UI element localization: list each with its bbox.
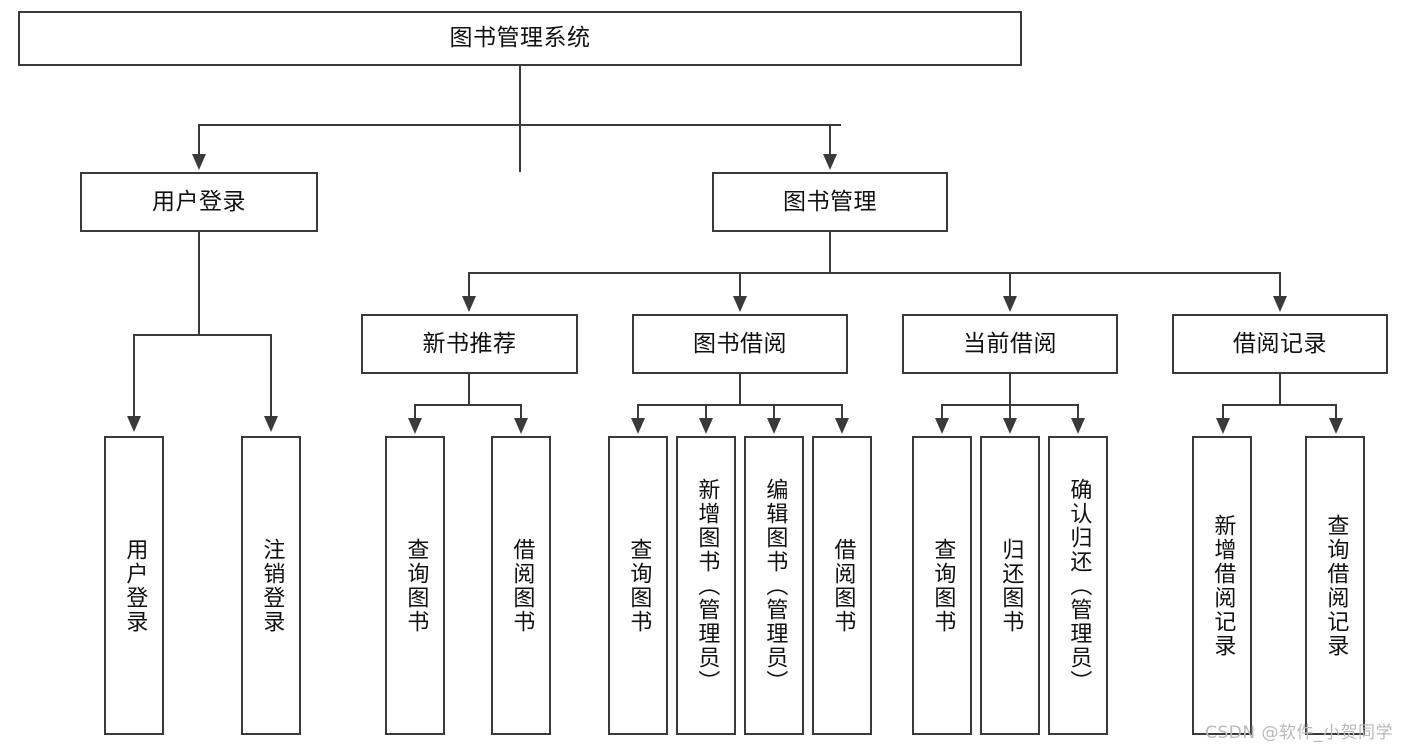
edge-root-stem: [519, 66, 521, 172]
arrow-rec-query-book: [408, 418, 422, 434]
arrow-cu-return-book: [1003, 418, 1017, 434]
leaf-borrow-edit-book[interactable]: 编辑图书（管理员）: [744, 436, 804, 735]
edge-bo-drop-3: [773, 404, 775, 420]
node-label: 归还图书: [998, 537, 1024, 634]
node-user-login[interactable]: 用户登录: [80, 172, 318, 232]
arrow-re-add-record: [1216, 418, 1230, 434]
arrow-to-current-borrow: [1003, 296, 1017, 312]
arrow-to-user-login-leaf: [127, 416, 141, 432]
node-label: 图书借阅: [693, 330, 787, 357]
node-label: 新书推荐: [422, 330, 517, 357]
arrow-to-logout-leaf: [264, 416, 278, 432]
arrow-bo-add-book: [699, 418, 713, 434]
edge-bm-drop-3: [1009, 272, 1011, 298]
node-label: 新增图书（管理员）: [694, 477, 720, 694]
node-label: 当前借阅: [963, 330, 1057, 357]
edge-bm-drop-4: [1279, 272, 1281, 298]
edge-cu-drop-1: [941, 404, 943, 420]
leaf-recommend-borrow-book[interactable]: 借阅图书: [491, 436, 551, 735]
arrow-bo-edit-book: [767, 418, 781, 434]
edge-bo-drop-2: [705, 404, 707, 420]
leaf-user-login[interactable]: 用户登录: [104, 436, 164, 735]
node-label: 确认归还（管理员）: [1066, 477, 1092, 694]
node-label: 编辑图书（管理员）: [762, 477, 788, 694]
arrow-cu-confirm-return: [1071, 418, 1085, 434]
edge-rec-drop-1: [414, 404, 416, 420]
node-label: 注销登录: [259, 537, 285, 634]
leaf-recommend-query-book[interactable]: 查询图书: [385, 436, 445, 735]
edge-bookmanage-stem: [829, 232, 831, 274]
leaf-current-query-book[interactable]: 查询图书: [912, 436, 972, 735]
arrow-to-book-borrow: [733, 296, 747, 312]
node-new-book-recommend[interactable]: 新书推荐: [361, 314, 578, 374]
node-label: 新增借阅记录: [1210, 513, 1236, 658]
node-label: 用户登录: [152, 188, 246, 215]
arrow-re-query-record: [1329, 418, 1343, 434]
node-book-manage[interactable]: 图书管理: [712, 172, 948, 232]
edge-recommend-stem: [468, 374, 470, 406]
leaf-current-confirm-return[interactable]: 确认归还（管理员）: [1048, 436, 1108, 735]
edge-bookmanage-bus: [468, 272, 1280, 274]
leaf-borrow-query-book[interactable]: 查询图书: [608, 436, 668, 735]
edge-current-stem: [1009, 374, 1011, 406]
leaf-borrow-borrow-book[interactable]: 借阅图书: [812, 436, 872, 735]
node-label: 查询图书: [403, 537, 429, 634]
node-label: 借阅图书: [830, 537, 856, 634]
node-label: 查询借阅记录: [1323, 513, 1349, 658]
edge-rec-drop-2: [520, 404, 522, 420]
edge-user-drop-2: [270, 334, 272, 418]
edge-record-stem: [1279, 374, 1281, 406]
edge-user-bus: [133, 334, 272, 336]
arrow-to-book-manage: [823, 154, 837, 170]
edge-root-drop-user: [198, 124, 200, 156]
arrow-bo-query-book: [631, 418, 645, 434]
edge-bm-drop-1: [468, 272, 470, 298]
node-label: 借阅图书: [509, 537, 535, 634]
arrow-to-user-login: [192, 154, 206, 170]
node-root-system[interactable]: 图书管理系统: [18, 11, 1022, 66]
node-label: 借阅记录: [1233, 330, 1327, 357]
arrow-cu-query-book: [935, 418, 949, 434]
edge-bo-drop-1: [637, 404, 639, 420]
edge-record-bus: [1222, 404, 1337, 406]
leaf-record-add[interactable]: 新增借阅记录: [1192, 436, 1252, 735]
edge-cu-drop-2: [1009, 404, 1011, 420]
edge-re-drop-1: [1222, 404, 1224, 420]
edge-bm-drop-2: [739, 272, 741, 298]
edge-borrow-stem: [739, 374, 741, 406]
arrow-rec-borrow-book: [514, 418, 528, 434]
node-current-borrow[interactable]: 当前借阅: [902, 314, 1118, 374]
node-label: 图书管理系统: [449, 25, 591, 52]
leaf-current-return-book[interactable]: 归还图书: [980, 436, 1040, 735]
leaf-logout[interactable]: 注销登录: [241, 436, 301, 735]
arrow-to-new-book-recommend: [462, 296, 476, 312]
node-borrow-record[interactable]: 借阅记录: [1172, 314, 1388, 374]
node-book-borrow[interactable]: 图书借阅: [632, 314, 848, 374]
edge-recommend-bus: [414, 404, 522, 406]
node-label: 用户登录: [122, 537, 148, 634]
edge-bo-drop-4: [841, 404, 843, 420]
edge-root-drop-book: [829, 124, 831, 156]
edge-borrow-bus: [637, 404, 843, 406]
leaf-record-query[interactable]: 查询借阅记录: [1305, 436, 1365, 735]
edge-cu-drop-3: [1077, 404, 1079, 420]
edge-root-bus: [198, 124, 841, 126]
arrow-bo-borrow-book: [835, 418, 849, 434]
edge-re-drop-2: [1335, 404, 1337, 420]
edge-user-stem: [198, 232, 200, 336]
node-label: 图书管理: [783, 188, 877, 215]
edge-user-drop-1: [133, 334, 135, 418]
arrow-to-borrow-record: [1273, 296, 1287, 312]
node-label: 查询图书: [930, 537, 956, 634]
leaf-borrow-add-book[interactable]: 新增图书（管理员）: [676, 436, 736, 735]
node-label: 查询图书: [626, 537, 652, 634]
